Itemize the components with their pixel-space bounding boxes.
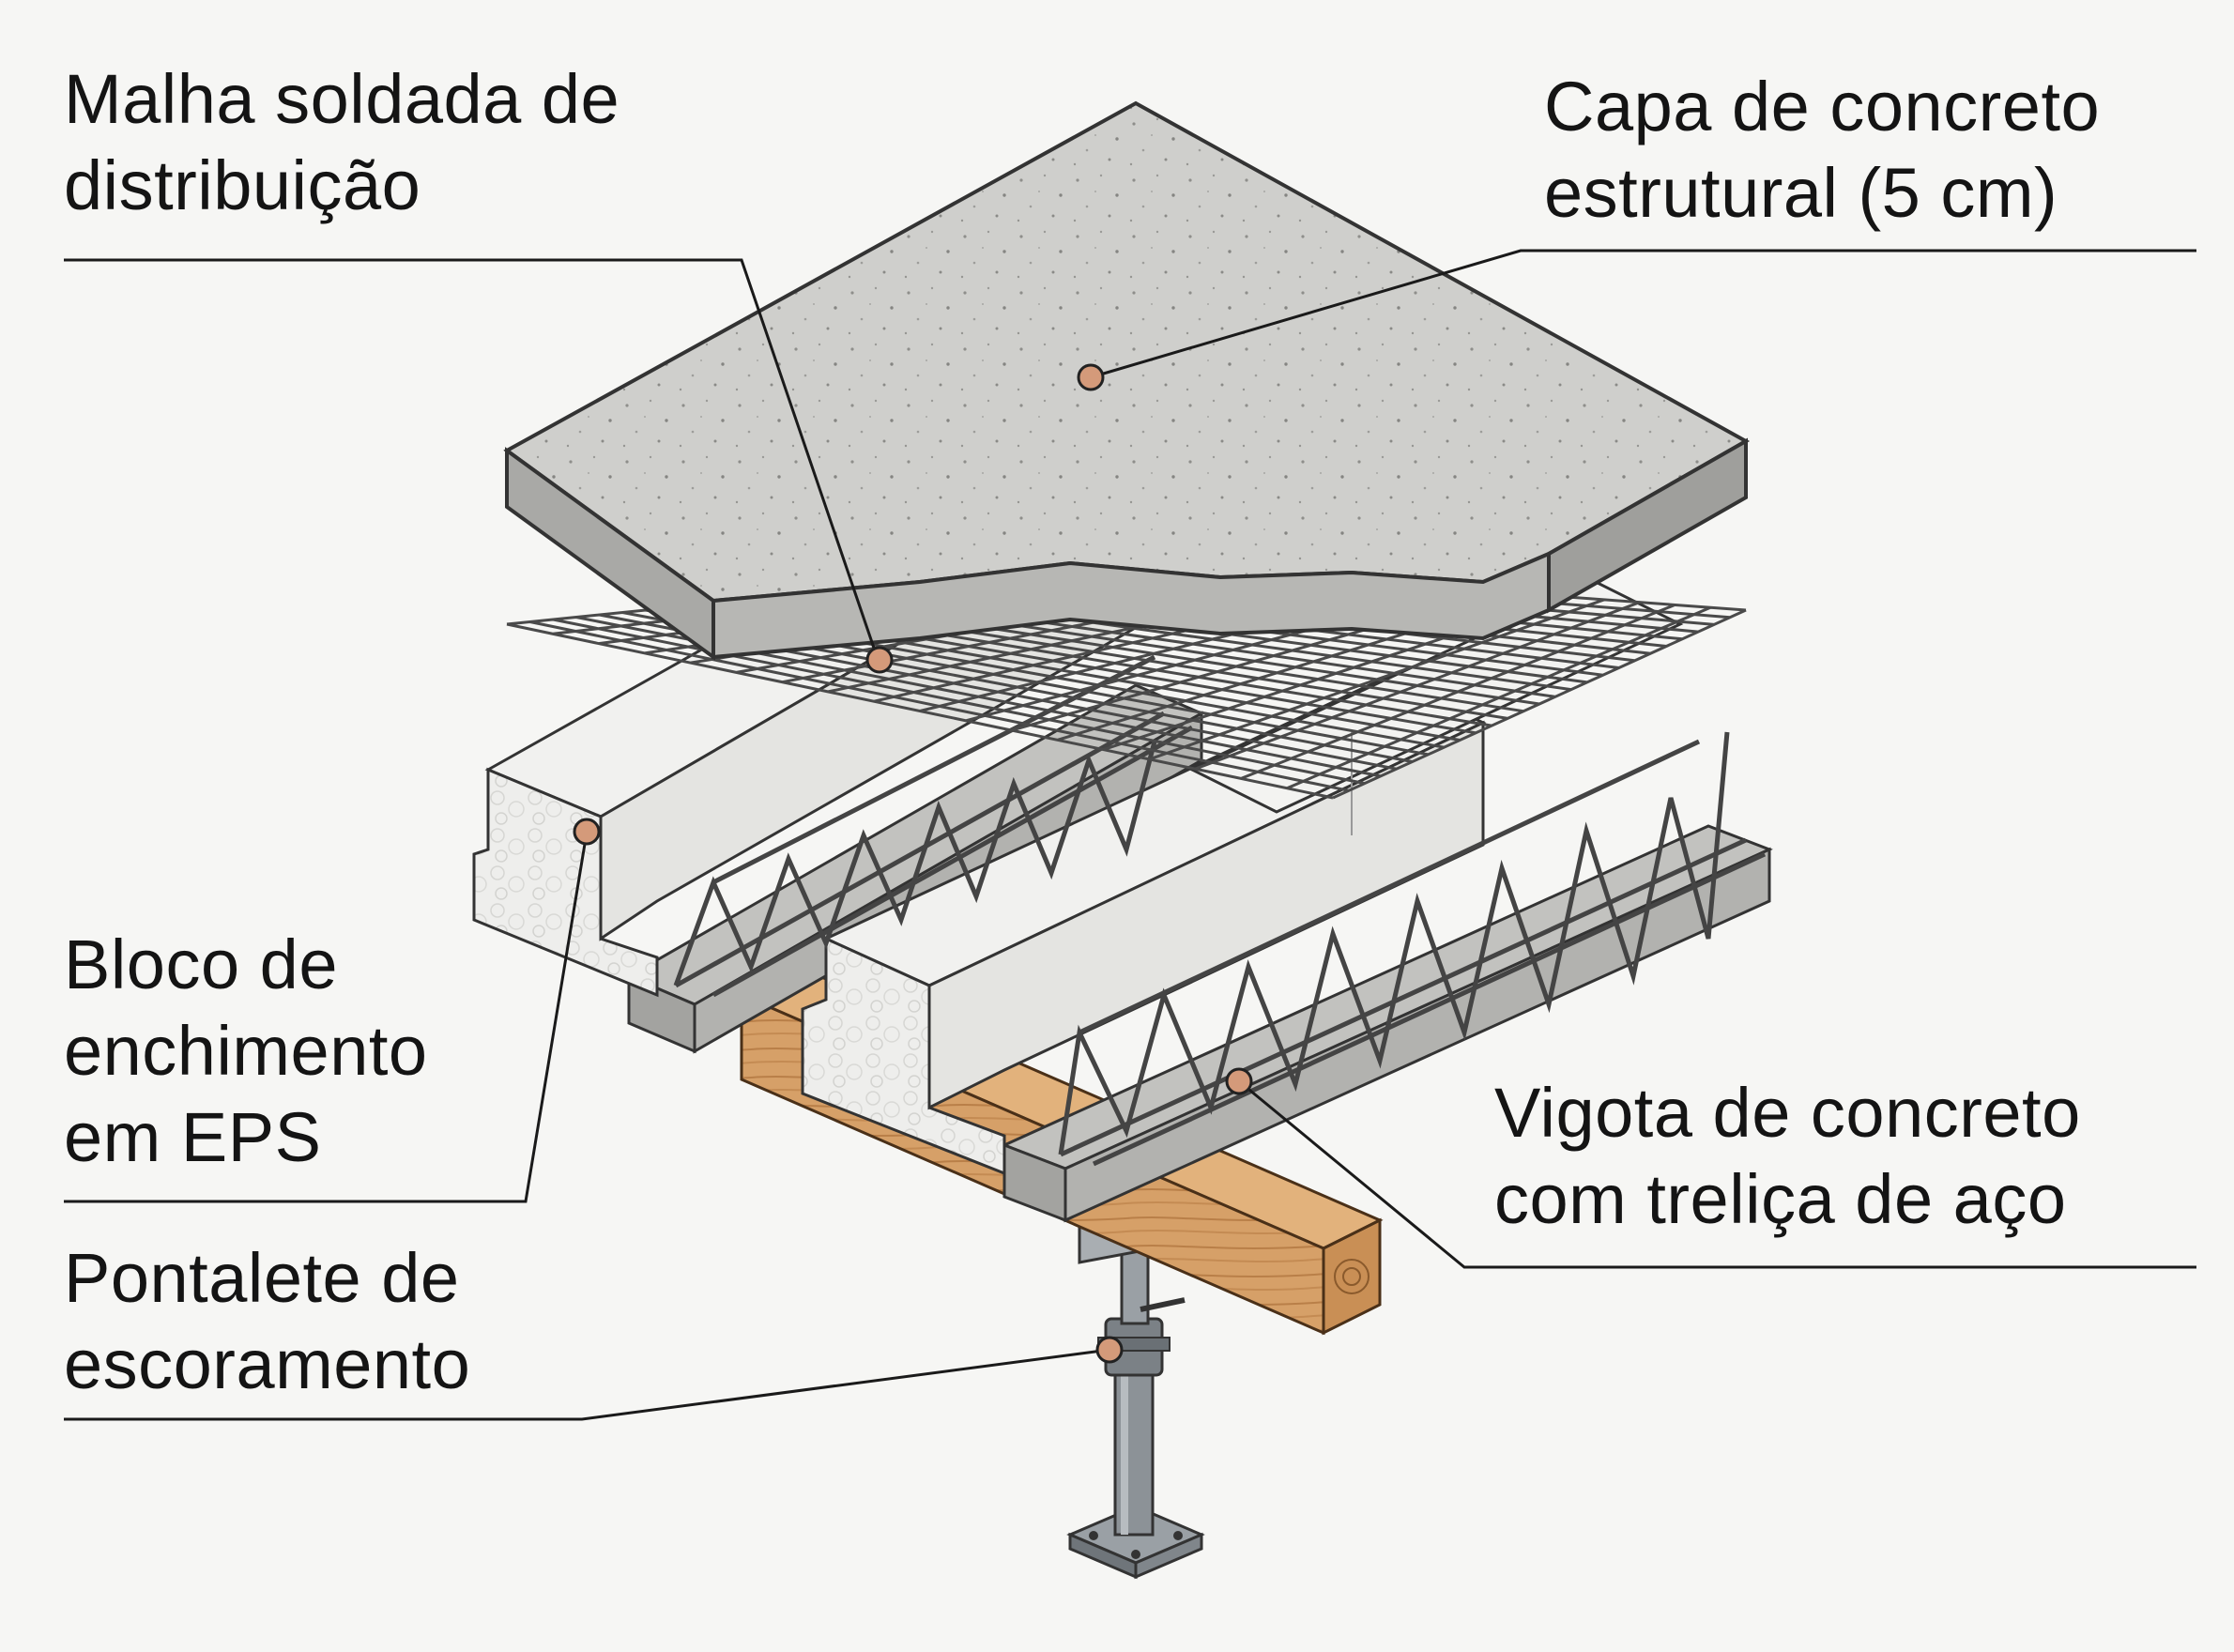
callout-dot-malha (865, 646, 894, 674)
label-bloco-line1: Bloco de (64, 925, 338, 1003)
label-pontalete-line2: escoramento (64, 1325, 471, 1403)
leader-bloco (64, 832, 589, 1203)
label-vigota-line2: com treliça de aço (1494, 1160, 2067, 1238)
label-vigota: Vigota de concreto com treliça de aço (1494, 1070, 2081, 1243)
leader-pontalete (64, 1348, 1110, 1421)
truss-right (1058, 731, 1767, 1167)
label-vigota-line1: Vigota de concreto (1494, 1074, 2081, 1152)
callout-dot-vigota (1225, 1067, 1253, 1095)
label-malha-soldada: Malha soldada de distribuição (64, 56, 620, 229)
callout-dot-bloco (573, 818, 601, 846)
joist-right (1001, 824, 1773, 1223)
label-pontalete-line1: Pontalete de (64, 1239, 460, 1317)
label-malha-line1: Malha soldada de (64, 60, 620, 138)
leader-capa (1090, 249, 2196, 379)
label-capa-line1: Capa de concreto (1544, 68, 2101, 145)
leader-malha (64, 258, 880, 660)
label-bloco-eps: Bloco de enchimento em EPS (64, 922, 428, 1181)
truss-left (673, 654, 1194, 998)
callout-dot-pontalete (1095, 1336, 1124, 1364)
label-bloco-line2: enchimento (64, 1012, 428, 1090)
callout-leaders (64, 249, 2196, 1421)
callout-dots (573, 363, 1253, 1364)
label-capa-line2: estrutural (5 cm) (1544, 154, 2058, 232)
label-pontalete: Pontalete de escoramento (64, 1235, 470, 1408)
leader-vigota (1238, 1079, 2196, 1269)
callout-dot-capa (1077, 363, 1105, 391)
label-bloco-line3: em EPS (64, 1098, 322, 1176)
label-capa-concreto: Capa de concreto estrutural (5 cm) (1544, 64, 2196, 237)
label-malha-line2: distribuição (64, 146, 421, 224)
